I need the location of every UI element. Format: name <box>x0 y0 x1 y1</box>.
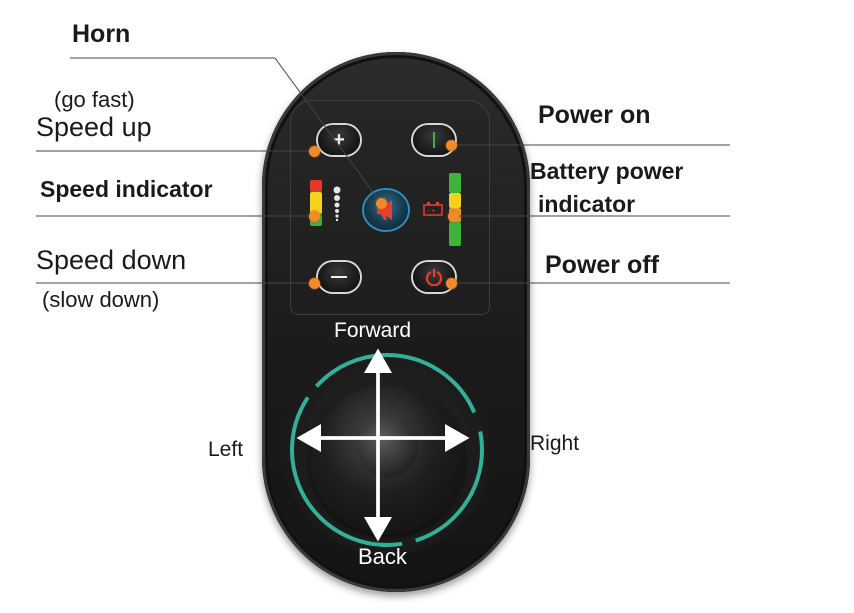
horn-icon <box>377 200 392 220</box>
speed-indicator-label: Speed indicator <box>40 176 213 202</box>
battery-icon: - + <box>423 202 443 216</box>
battery-indicator-label-line1: Battery power <box>530 158 684 184</box>
left-label: Left <box>208 438 244 461</box>
forward-label: Forward <box>334 319 412 342</box>
speed-level-icon <box>333 186 341 222</box>
slow-down-label: (slow down) <box>42 287 160 312</box>
plus-icon: + <box>333 129 345 151</box>
horn-label: Horn <box>72 20 131 48</box>
speed-down-button[interactable] <box>318 262 360 292</box>
power-on-callout-dot <box>446 140 457 151</box>
battery-led-green-bottom <box>449 222 461 246</box>
power-on-label: Power on <box>538 101 651 129</box>
horn-button[interactable] <box>364 190 408 230</box>
right-label: Right <box>530 432 580 455</box>
go-fast-label: (go fast) <box>54 87 135 112</box>
power-off-callout-dot <box>446 278 457 289</box>
battery-indicator-label-line2: indicator <box>538 191 636 217</box>
svg-text:- +: - + <box>427 208 435 215</box>
battery-callout-dot <box>448 211 459 222</box>
speed-down-callout-dot <box>309 278 320 289</box>
power-on-icon <box>413 125 455 155</box>
speed-indicator-callout-dot <box>309 211 320 222</box>
speed-led-red <box>310 180 322 192</box>
speed-down-label: Speed down <box>36 245 187 275</box>
power-off-icon <box>413 262 455 292</box>
battery-led-yellow <box>449 193 461 208</box>
power-off-label: Power off <box>545 251 659 279</box>
speed-up-callout-dot <box>309 146 320 157</box>
speed-up-label: Speed up <box>36 112 152 142</box>
back-label: Back <box>358 544 407 569</box>
minus-icon <box>318 262 360 292</box>
joystick-cap <box>358 418 418 478</box>
battery-led-green-top <box>449 173 461 193</box>
speed-up-button[interactable]: + <box>318 125 360 155</box>
horn-callout-dot <box>376 198 387 209</box>
